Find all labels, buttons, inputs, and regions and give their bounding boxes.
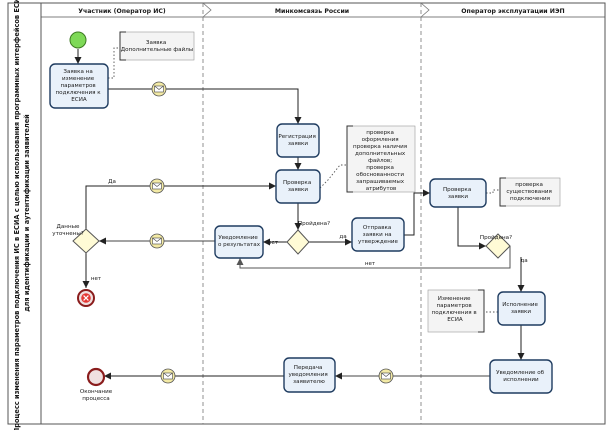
lane-ministry-label: Минкомсвязь России [275, 8, 349, 15]
task-register[interactable]: Регистрация заявки [276, 123, 320, 158]
flow-label-yes-op: да [520, 258, 527, 264]
task-check-operator[interactable]: Проверка заявки [429, 178, 487, 208]
svg-text:Данные: Данные [57, 224, 81, 230]
task-check-ministry[interactable]: Проверка заявки [275, 169, 321, 204]
task-send-approval[interactable]: Отправка заявки на утверждение [351, 217, 405, 252]
annotation-connectors [108, 47, 500, 313]
svg-text:уточнены?: уточнены? [52, 231, 83, 237]
end-event-label: Окончание процесса [80, 389, 113, 402]
gateway-icon [485, 233, 511, 259]
annotation-operator-checks: проверка существования подключения [499, 177, 561, 207]
flow-op-rejected [236, 246, 511, 269]
flow-label-yes-data: Да [108, 179, 116, 185]
task-notify-done[interactable]: Уведомление об исполнении [489, 359, 553, 394]
svg-text:Уведомление о результата: Уведомление о результатах [218, 235, 261, 248]
message-envelope-icon [160, 368, 176, 384]
gateway-passed-ministry-label: Пройдена? [298, 220, 330, 227]
gateway-icon [72, 228, 100, 254]
gateway-passed-ministry[interactable] [286, 229, 310, 255]
flow-label-yes-min: да [339, 234, 346, 240]
error-end-event-icon[interactable] [77, 289, 95, 307]
task-notify-result[interactable]: Уведомление о результатах [214, 225, 264, 259]
pool-title-line1: Процесс изменения параметров подключения… [13, 0, 21, 430]
gateway-data-clarified-label: Данные уточнены? [52, 224, 83, 237]
pool-title-line2: для идентификации и аутентификации заяви… [23, 114, 31, 312]
svg-text:Исполнение заявки: Исполнение заявки [502, 302, 540, 315]
svg-text:проверка существования: проверка существования подключения [506, 182, 553, 202]
gateway-data-clarified[interactable] [72, 228, 100, 254]
message-envelope-icon [149, 233, 165, 249]
message-envelope-icon [378, 368, 394, 384]
svg-text:Окончание: Окончание [80, 389, 113, 395]
gateway-icon [286, 229, 310, 255]
svg-text:Изменение параметров: Изменение параметров подключения в ЕСИА [432, 296, 479, 323]
message-envelope-icon [151, 81, 167, 97]
task-request[interactable]: Заявка на изменение параметров подключен… [49, 63, 109, 109]
svg-text:Уведомление об исполнени: Уведомление об исполнении [496, 370, 546, 383]
svg-text:Заявка на изменение: Заявка на изменение параметров подключен… [56, 69, 103, 103]
sequence-flows [74, 49, 525, 380]
svg-text:Проверка заявки: Проверка заявки [283, 180, 313, 193]
end-event-icon[interactable] [86, 367, 106, 387]
flow-label-no-data: нет [91, 276, 102, 282]
svg-text:Передача уведомления: Передача уведомления заявителю [288, 365, 329, 385]
lane-participant-label: Участник (Оператор ИС) [78, 8, 166, 15]
flow-label-no-op: нет [365, 261, 376, 267]
svg-text:проверка оформления: проверка оформления проверка наличия доп… [353, 130, 409, 192]
svg-text:процесса: процесса [82, 396, 109, 402]
flow-label-no-min: нет [268, 240, 279, 246]
svg-text:Заявка Дополнительные фа: Заявка Дополнительные файлы [121, 40, 193, 53]
gateway-passed-operator[interactable] [485, 233, 511, 259]
pool-title: Процесс изменения параметров подключения… [13, 0, 31, 430]
gateway-passed-operator-label: Пройдена? [480, 234, 512, 241]
svg-text:Проверка заявки: Проверка заявки [443, 187, 473, 200]
start-event-icon[interactable] [69, 31, 87, 49]
lane-operator-label: Оператор эксплуатации ИЭП [461, 8, 564, 15]
task-execute[interactable]: Исполнение заявки [497, 291, 546, 326]
annotation-ministry-checks: проверка оформления проверка наличия доп… [346, 125, 416, 193]
annotation-execute-note: Изменение параметров подключения в ЕСИА [427, 289, 485, 333]
svg-text:Отправка заявки на: Отправка заявки на утверждение [358, 225, 398, 245]
message-envelope-icon [149, 178, 165, 194]
svg-text:Регистрация заявки: Регистрация заявки [278, 134, 317, 147]
annotation-request-files: Заявка Дополнительные файлы [119, 31, 195, 61]
task-forward[interactable]: Передача уведомления заявителю [283, 357, 336, 393]
